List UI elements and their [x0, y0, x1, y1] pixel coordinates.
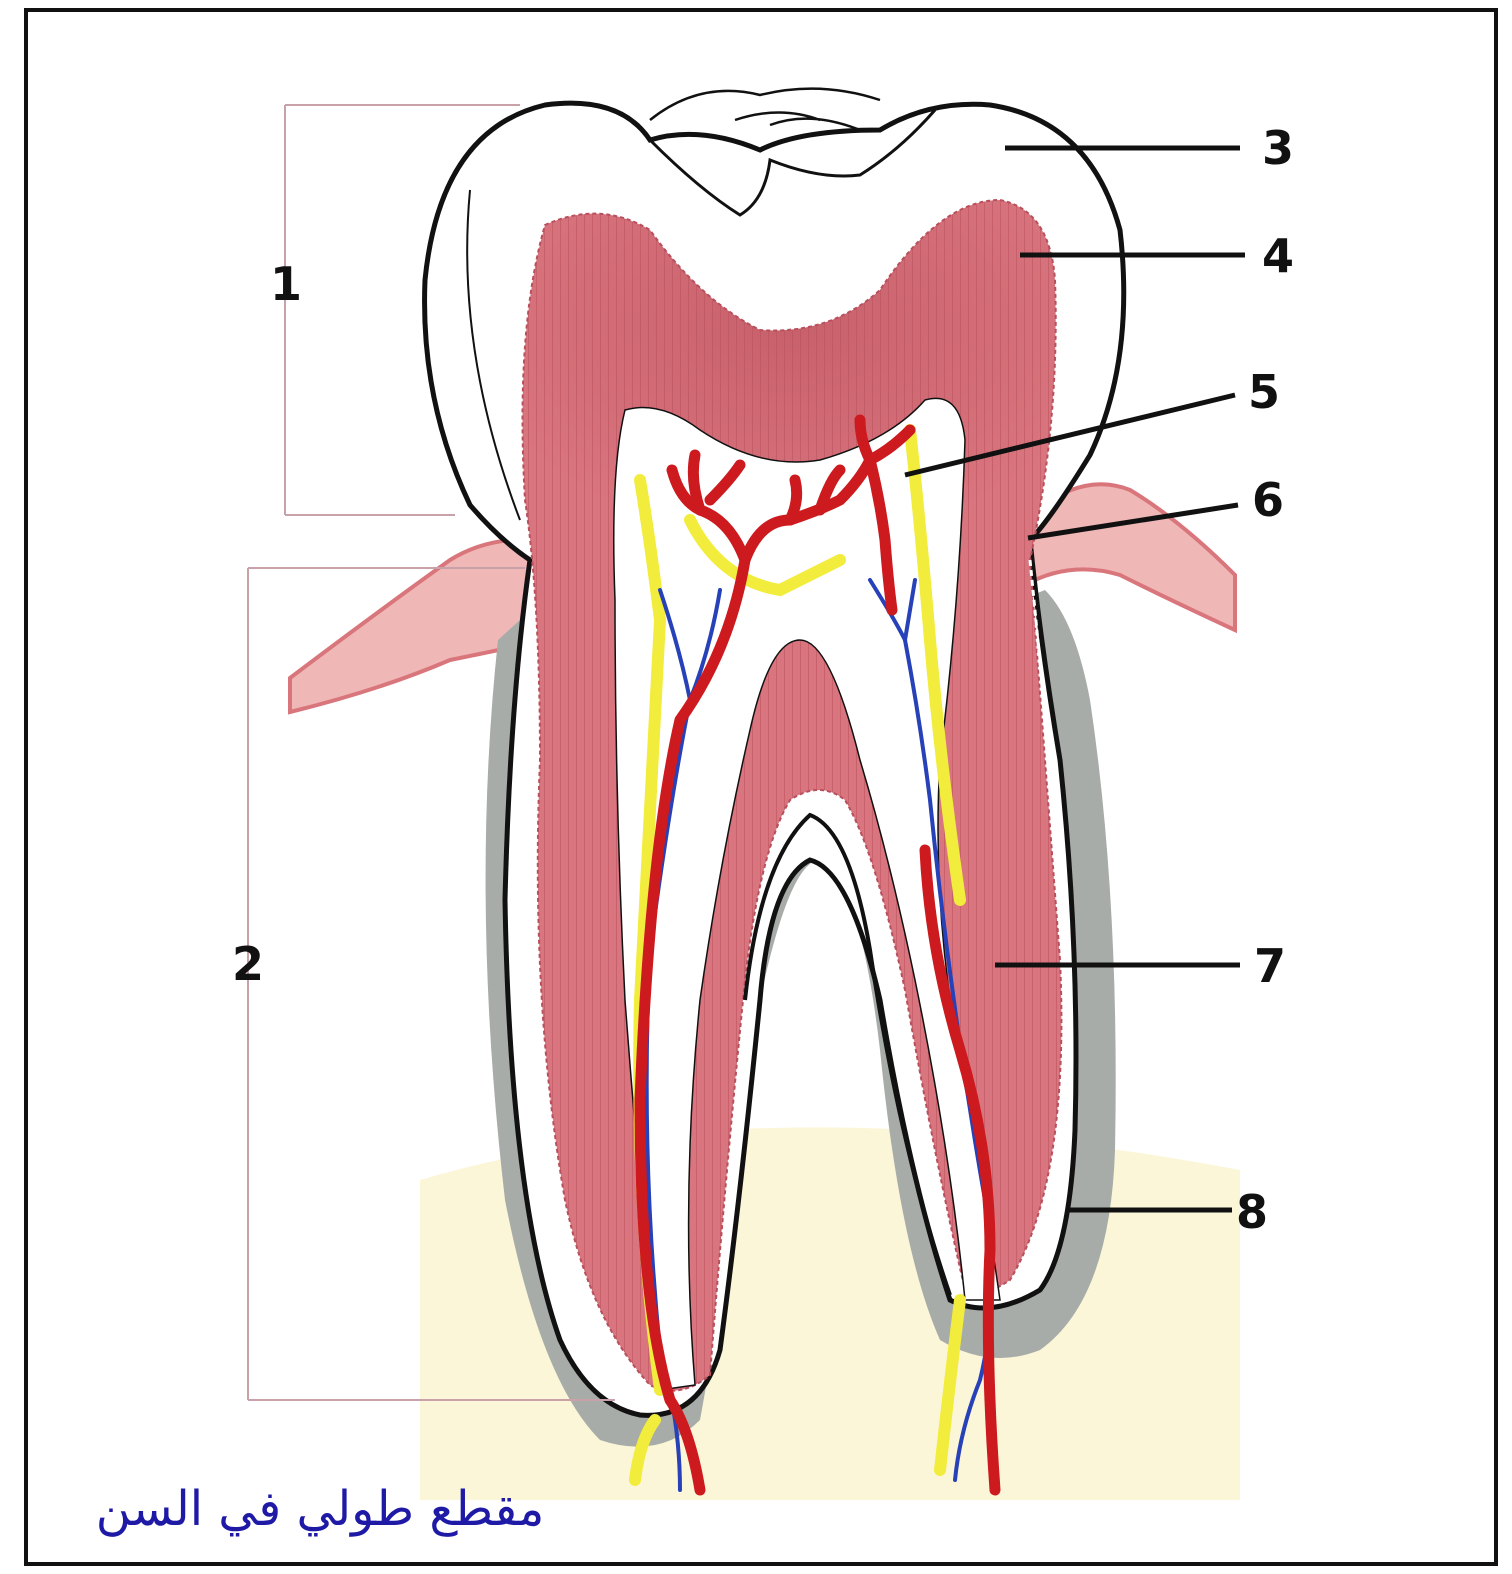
label-8: 8 — [1236, 1185, 1268, 1239]
caption: مقطع طولي في السن — [96, 1481, 545, 1537]
label-2: 2 — [232, 937, 264, 991]
label-1: 1 — [270, 257, 302, 311]
label-3: 3 — [1262, 121, 1294, 175]
label-7: 7 — [1254, 939, 1286, 993]
label-6: 6 — [1252, 473, 1284, 527]
label-5: 5 — [1248, 365, 1280, 419]
label-4: 4 — [1262, 229, 1294, 283]
